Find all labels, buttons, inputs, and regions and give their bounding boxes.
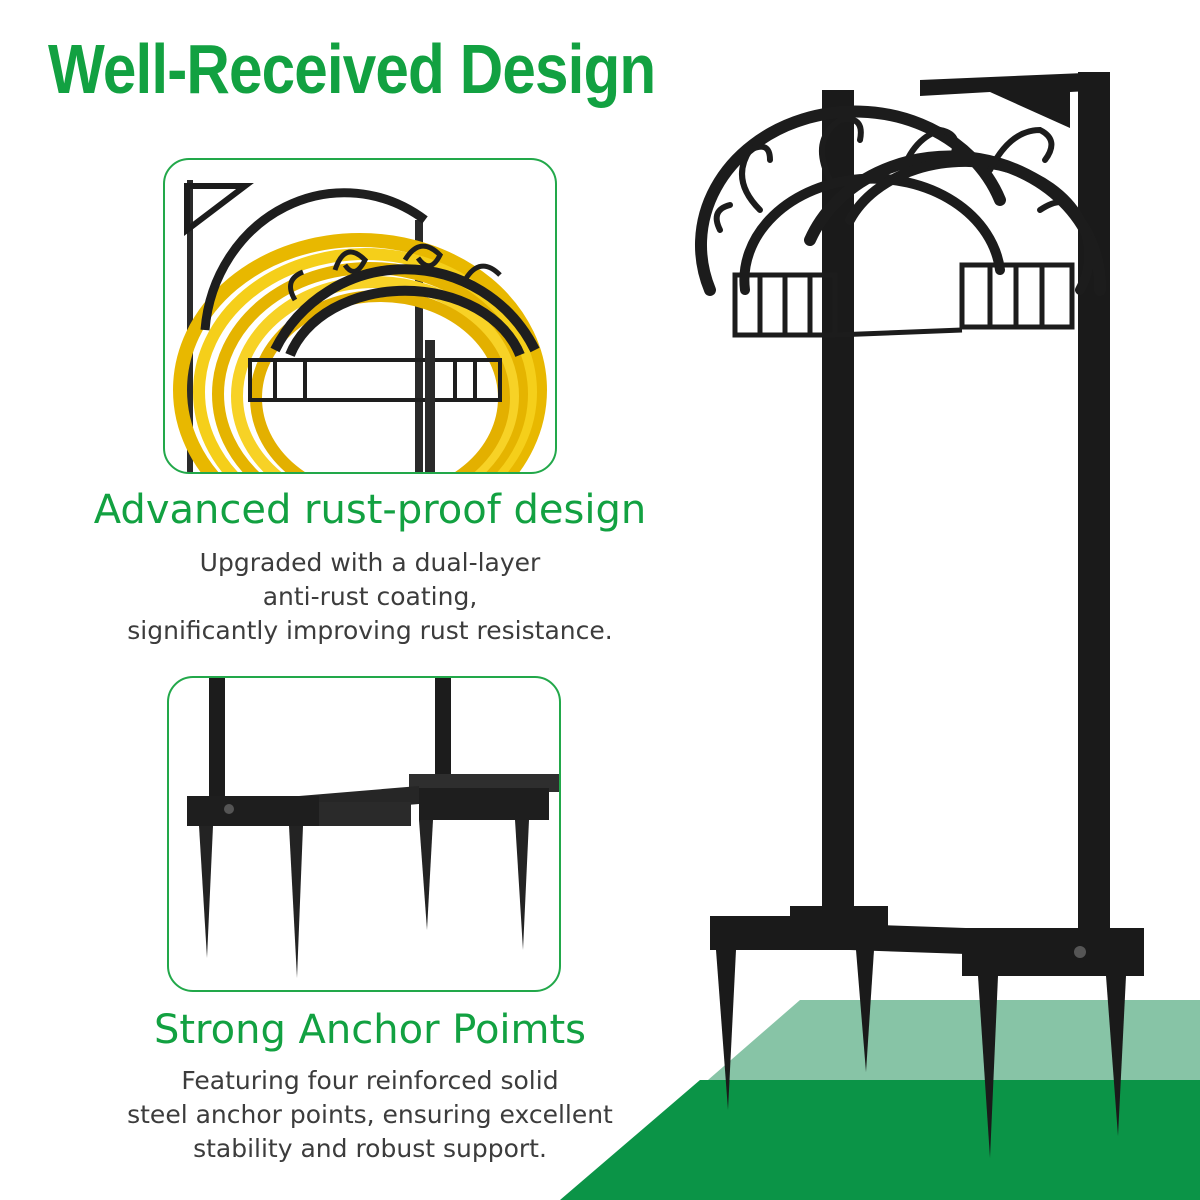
description-line: anti-rust coating, [262,582,478,611]
feature-title-anchor-points: Strong Anchor Poimts [153,1007,587,1053]
description-line: Upgraded with a dual-layer [199,548,541,577]
description-line: significantly improving rust resistance. [127,616,613,645]
feature-description-rust-proof: Upgraded with a dual-layer anti-rust coa… [70,546,670,648]
feature-description-anchor-points: Featuring four reinforced solid steel an… [70,1064,670,1166]
anchor-points-closeup-image [167,676,561,992]
hose-holder-stand-illustration [560,72,1200,1200]
description-line: Featuring four reinforced solid [181,1066,559,1095]
description-line: steel anchor points, ensuring excellent [127,1100,613,1129]
rust-proof-closeup-image [163,158,557,474]
hose-reel-closeup-illustration [173,180,547,472]
ground-dark [560,1080,1200,1200]
description-line: stability and robust support. [193,1134,547,1163]
page-title: Well-Received Design [48,30,656,108]
feature-title-rust-proof: Advanced rust-proof design [93,487,647,533]
anchor-stakes-illustration [187,678,559,978]
